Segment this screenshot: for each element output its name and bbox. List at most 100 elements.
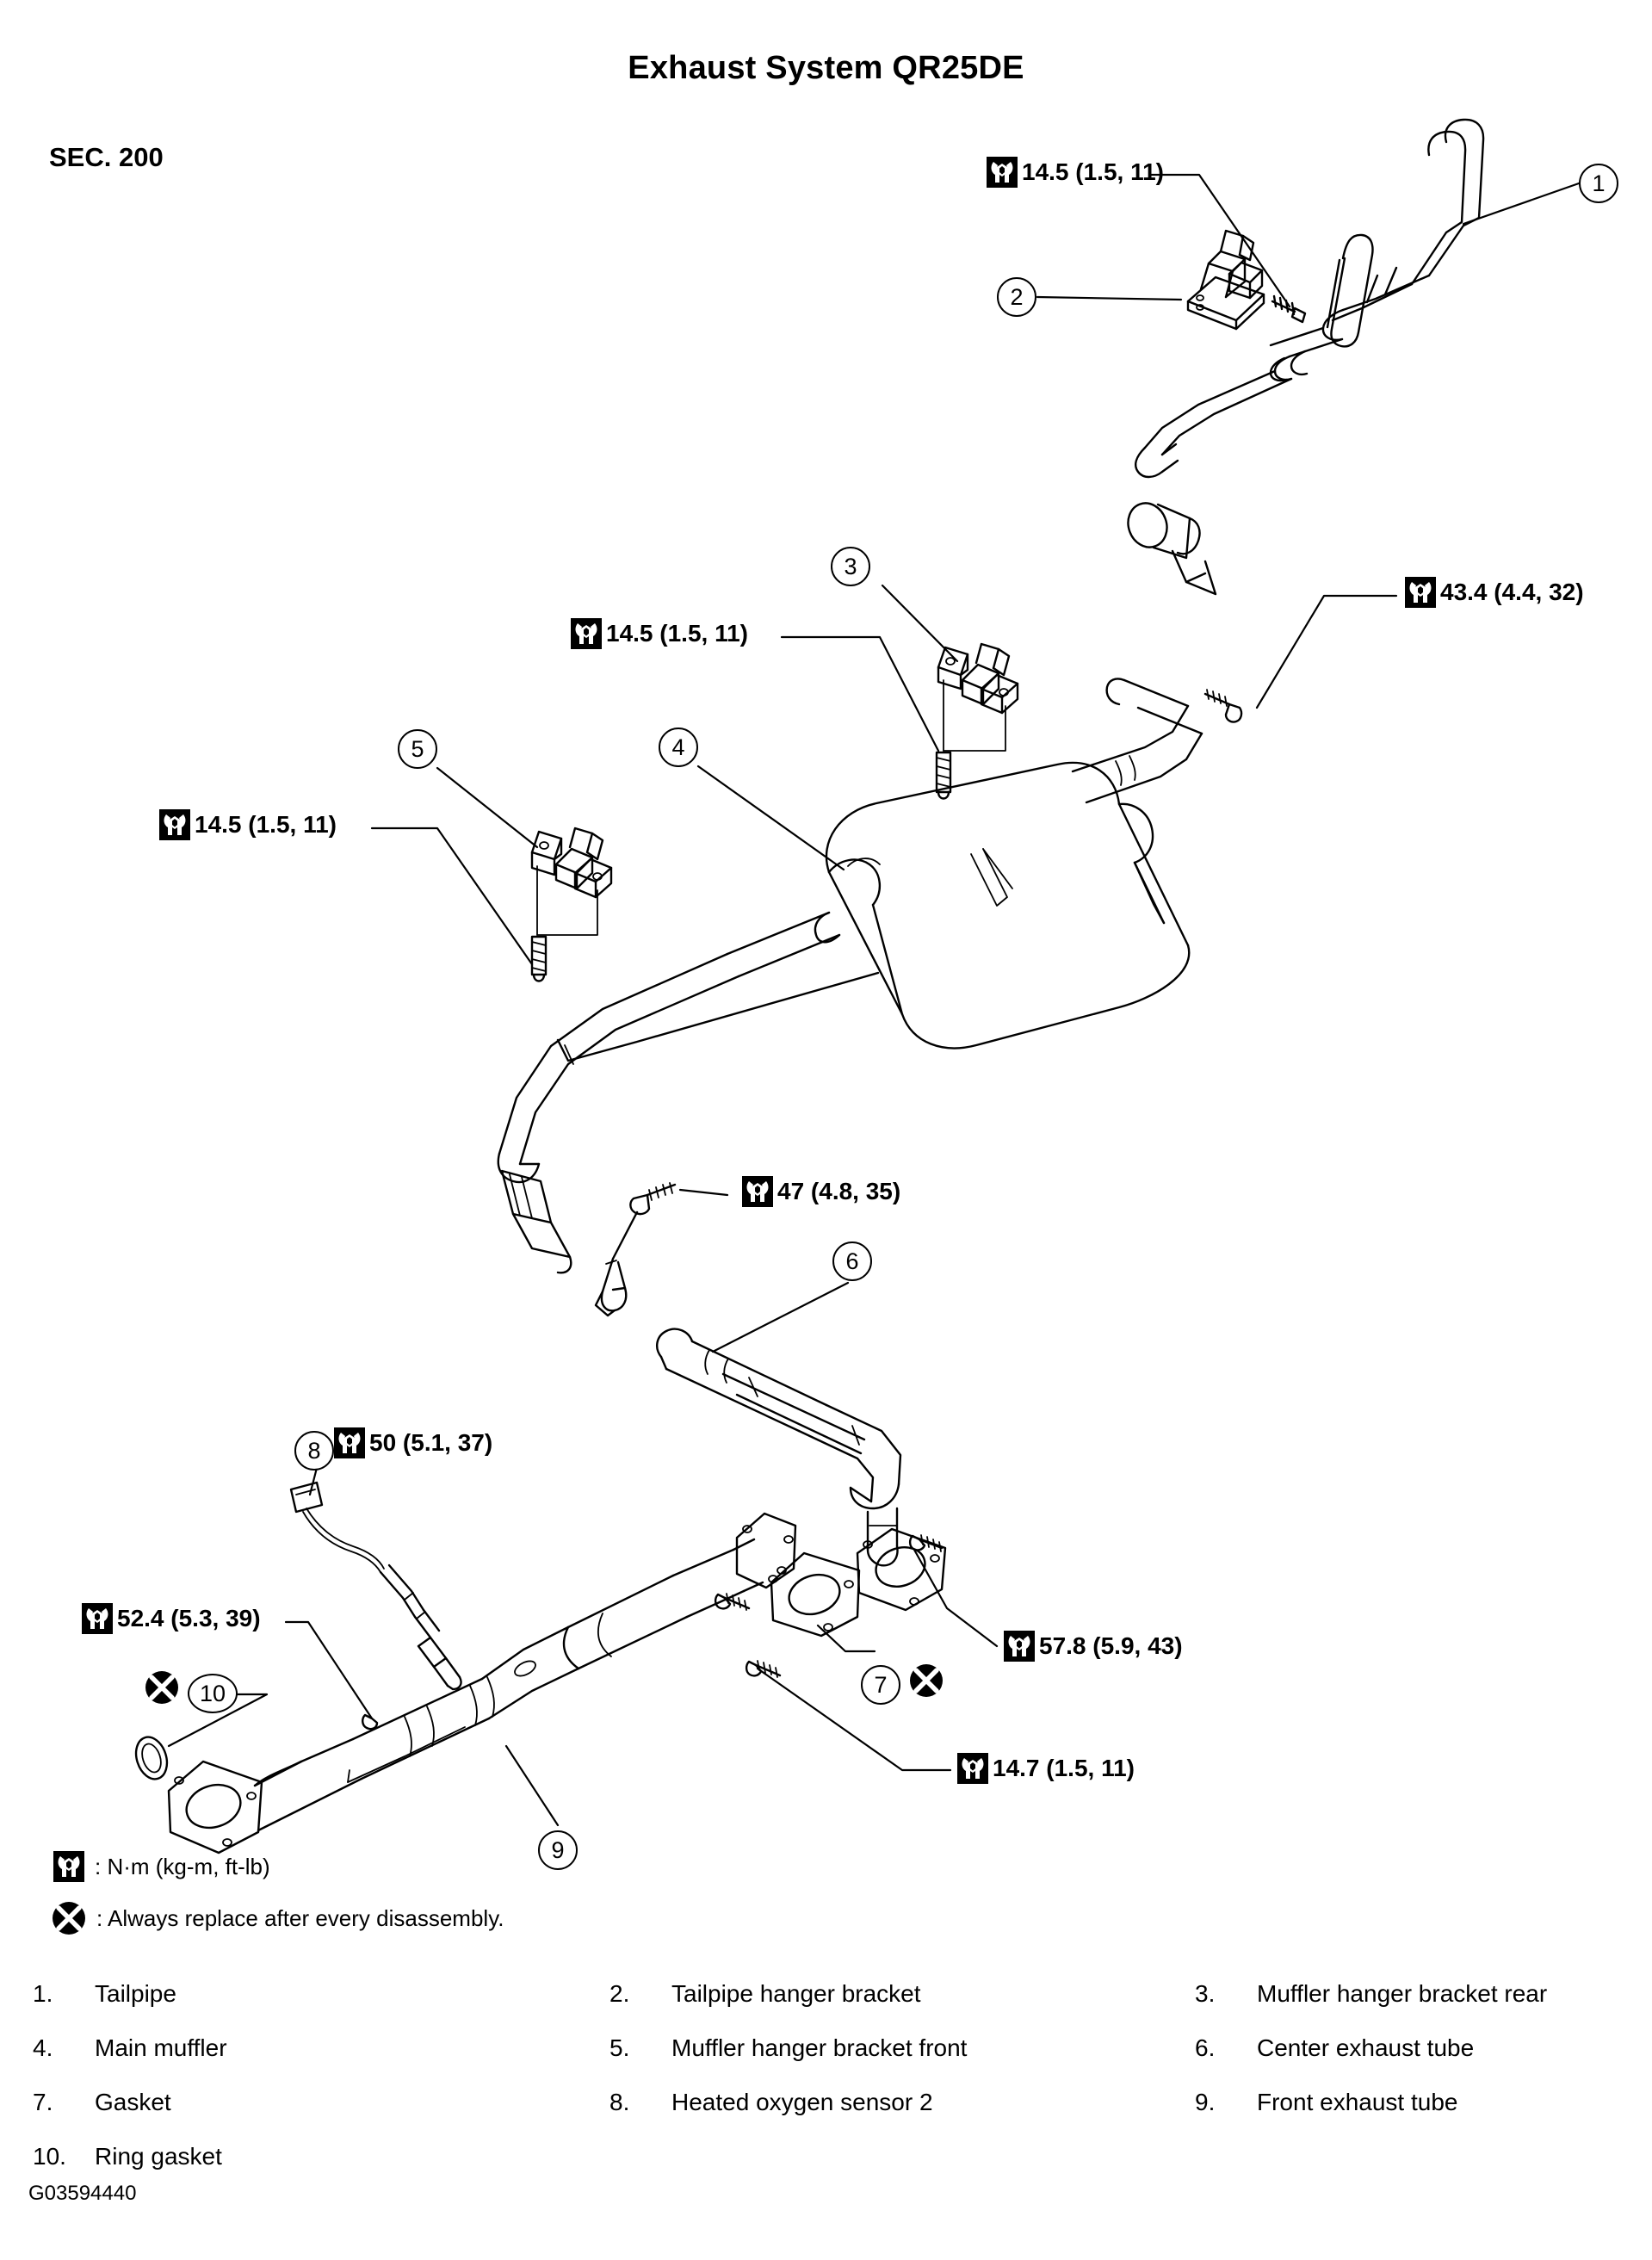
part-number: 5. (609, 2034, 630, 2061)
parts-list: 1. Tailpipe 2. Tailpipe hanger bracket 3… (33, 1980, 1634, 2197)
balloon-number: 2 (1010, 283, 1024, 310)
part-entry-3: 3. Muffler hanger bracket rear (1195, 1980, 1625, 2008)
part-name: Front exhaust tube (1257, 2089, 1458, 2115)
torque-value: 47 (4.8, 35) (777, 1178, 901, 1204)
torque-value: 14.5 (1.5, 11) (606, 620, 749, 647)
balloon-number: 9 (551, 1836, 565, 1863)
flange-stud-bolts-drawing (714, 1593, 782, 1678)
balloon-callout-8: 8 (294, 1431, 334, 1471)
balloon-number: 1 (1592, 170, 1606, 196)
figure-code: G03594440 (28, 2182, 137, 2205)
torque-callout-tailpipe-hanger: 14.5 (1.5, 11) (987, 157, 1164, 188)
torque-value: 14.7 (1.5, 11) (993, 1755, 1135, 1781)
ring-gasket-drawing (134, 1736, 169, 1780)
part-name: Ring gasket (95, 2143, 222, 2170)
balloon-callout-5: 5 (398, 729, 437, 769)
part-name: Gasket (95, 2089, 171, 2115)
legend-replace-text: : Always replace after every disassembly… (96, 1904, 504, 1931)
balloon-callout-4: 4 (659, 728, 698, 767)
balloon-callout-1: 1 (1579, 164, 1618, 203)
part-name: Muffler hanger bracket front (671, 2034, 968, 2061)
balloon-number: 5 (411, 735, 424, 762)
torque-callout-center-tube-flange: 57.8 (5.9, 43) (1004, 1631, 1183, 1662)
torque-callout-gasket-bolt: 14.7 (1.5, 11) (957, 1753, 1135, 1784)
torque-callout-front-tube-flange: 52.4 (5.3, 39) (82, 1603, 261, 1634)
torque-value: 52.4 (5.3, 39) (117, 1605, 261, 1632)
part-name: Heated oxygen sensor 2 (671, 2089, 933, 2115)
tailpipe-hanger-bracket-drawing (1186, 229, 1307, 331)
torque-callout-muffler-hanger-rear: 14.5 (1.5, 11) (571, 618, 748, 649)
torque-callout-oxygen-sensor: 50 (5.1, 37) (334, 1427, 492, 1458)
balloon-number: 4 (671, 734, 685, 760)
part-number: 2. (609, 1980, 630, 2007)
balloon-number: 8 (307, 1437, 321, 1464)
legend-replace-note: : Always replace after every disassembly… (52, 1901, 504, 1935)
part-entry-1: 1. Tailpipe (33, 1980, 609, 2008)
part-entry-2: 2. Tailpipe hanger bracket (609, 1980, 1195, 2008)
center-exhaust-tube-drawing (656, 1328, 944, 1567)
gasket-drawing (770, 1527, 947, 1638)
part-number: 7. (33, 2089, 53, 2115)
parts-row: 7. Gasket 8. Heated oxygen sensor 2 9. F… (33, 2089, 1634, 2116)
part-number: 10. (33, 2143, 66, 2170)
part-number: 6. (1195, 2034, 1216, 2061)
replace-part-icon (909, 1663, 944, 1698)
torque-callout-center-tube-mount: 43.4 (4.4, 32) (1405, 577, 1584, 608)
part-entry-empty (609, 2143, 1195, 2170)
part-number: 9. (1195, 2089, 1216, 2115)
torque-value: 57.8 (5.9, 43) (1039, 1632, 1183, 1659)
part-entry-9: 9. Front exhaust tube (1195, 2089, 1625, 2116)
torque-wrench-icon (53, 1851, 84, 1882)
part-number: 4. (33, 2034, 53, 2061)
part-number: 1. (33, 1980, 53, 2007)
balloon-callout-2: 2 (997, 277, 1036, 317)
balloon-callout-6: 6 (832, 1241, 872, 1281)
torque-wrench-icon (82, 1603, 113, 1634)
torque-wrench-icon (571, 618, 602, 649)
legend-torque-units: : N·m (kg-m, ft-lb) (53, 1851, 270, 1882)
muffler-hanger-bracket-rear-drawing (935, 642, 1019, 800)
part-entry-5: 5. Muffler hanger bracket front (609, 2034, 1195, 2062)
tailpipe-clamp-drawing (1127, 502, 1217, 596)
leader-lines (167, 173, 1581, 1827)
torque-wrench-icon (1405, 577, 1436, 608)
balloon-number: 7 (874, 1671, 888, 1698)
part-entry-4: 4. Main muffler (33, 2034, 609, 2062)
torque-value: 43.4 (4.4, 32) (1440, 579, 1584, 605)
part-name: Center exhaust tube (1257, 2034, 1475, 2061)
front-exhaust-tube-drawing (167, 1512, 797, 1854)
balloon-callout-10: 10 (188, 1674, 238, 1713)
section-label: SEC. 200 (49, 142, 164, 172)
balloon-callout-9: 9 (538, 1830, 578, 1870)
replace-marker-gasket (909, 1663, 944, 1702)
muffler-hanger-bracket-front-drawing (530, 827, 613, 982)
heated-oxygen-sensor-drawing (289, 1481, 462, 1691)
torque-callout-muffler-joint: 47 (4.8, 35) (742, 1176, 900, 1207)
replace-part-icon (52, 1901, 86, 1935)
part-number: 3. (1195, 1980, 1216, 2007)
balloon-callout-3: 3 (831, 547, 870, 586)
page-title: Exhaust System QR25DE (628, 50, 1024, 86)
torque-value: 50 (5.1, 37) (369, 1429, 493, 1456)
torque-wrench-icon (742, 1176, 773, 1207)
part-name: Tailpipe hanger bracket (671, 1980, 921, 2007)
part-name: Muffler hanger bracket rear (1257, 1980, 1548, 2007)
torque-value: 14.5 (1.5, 11) (195, 811, 337, 838)
legend-torque-text: : N·m (kg-m, ft-lb) (95, 1853, 270, 1879)
parts-row: 10. Ring gasket (33, 2143, 1634, 2170)
balloon-number: 3 (844, 553, 857, 579)
torque-wrench-icon (1004, 1631, 1035, 1662)
torque-wrench-icon (987, 157, 1018, 188)
part-entry-8: 8. Heated oxygen sensor 2 (609, 2089, 1195, 2116)
torque-wrench-icon (957, 1753, 988, 1784)
tailpipe-drawing (1135, 118, 1485, 479)
parts-row: 1. Tailpipe 2. Tailpipe hanger bracket 3… (33, 1980, 1634, 2008)
parts-row: 4. Main muffler 5. Muffler hanger bracke… (33, 2034, 1634, 2062)
part-name: Tailpipe (95, 1980, 176, 2007)
balloon-number: 10 (199, 1680, 226, 1706)
balloon-number: 6 (845, 1248, 859, 1274)
part-name: Main muffler (95, 2034, 227, 2061)
part-entry-7: 7. Gasket (33, 2089, 609, 2116)
replace-marker-ring-gasket (145, 1670, 179, 1709)
torque-callout-muffler-hanger-front: 14.5 (1.5, 11) (159, 809, 337, 840)
